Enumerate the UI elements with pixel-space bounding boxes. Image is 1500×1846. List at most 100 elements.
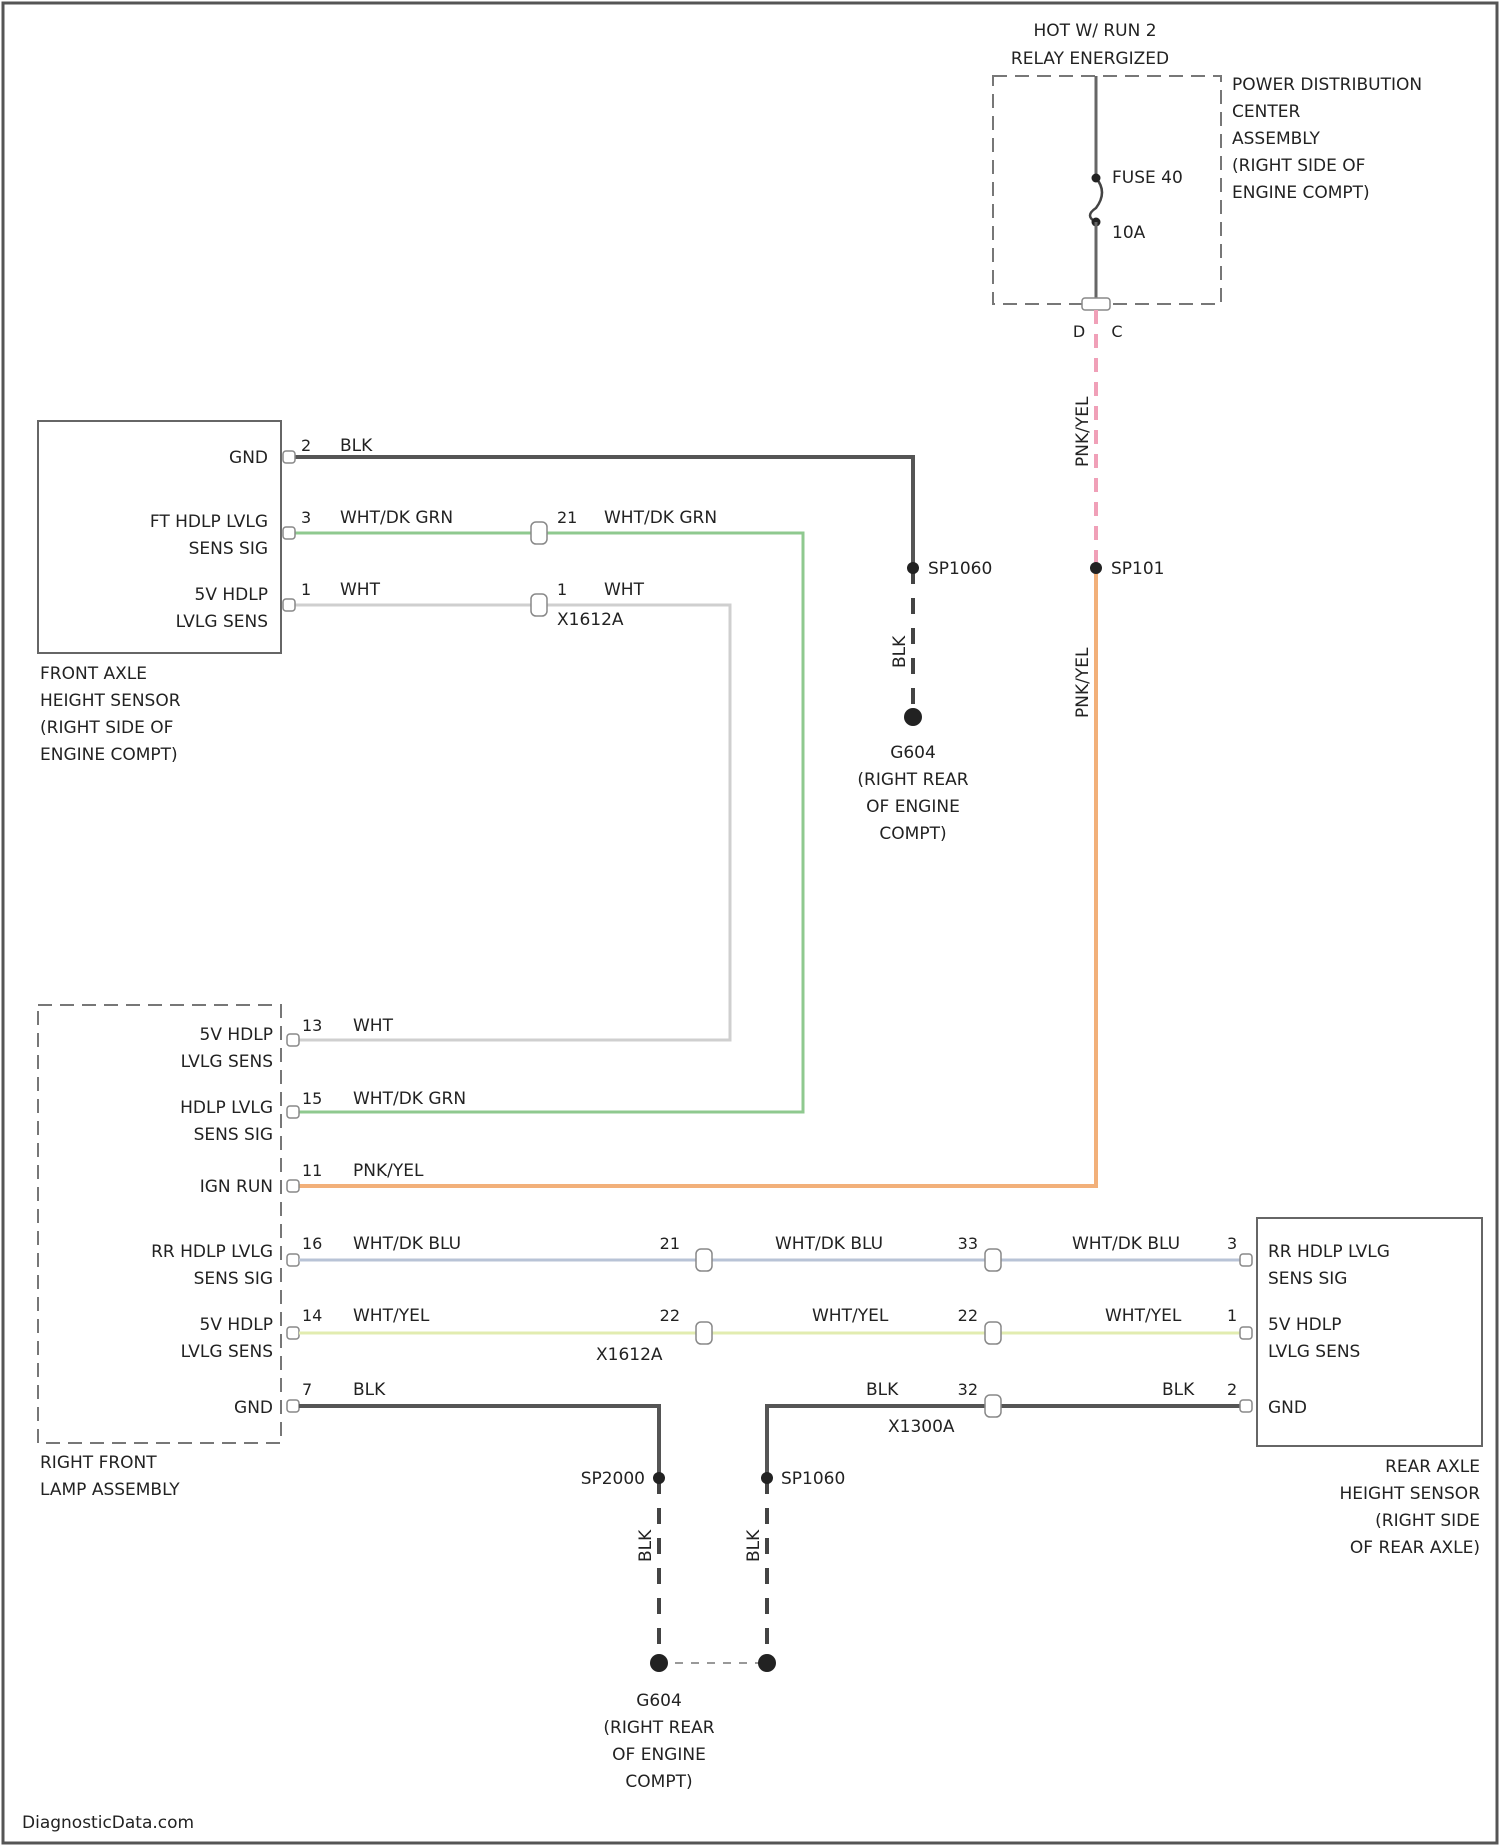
x1612a-front-pin-1-label: 1: [557, 580, 567, 599]
lamp-pin-ign: IGN RUN: [200, 1177, 273, 1197]
rear-sensor-pin-3: 3: [1227, 1234, 1237, 1253]
splice-sp1060-bottom-label: SP1060: [781, 1469, 845, 1489]
lamp-pin-5vr-1: 5V HDLP: [200, 1315, 273, 1335]
x1612a-mid-pin-21: [696, 1249, 712, 1271]
x1612a-front-color-1: WHT/DK GRN: [604, 508, 717, 528]
front-sensor-caption-4: ENGINE COMPT): [40, 745, 178, 765]
x1300a-pin-33: [985, 1249, 1001, 1271]
watermark: DiagnosticData.com: [22, 1813, 194, 1833]
lamp-conn-15: [287, 1106, 299, 1118]
front-sensor-pin-gnd: GND: [229, 448, 268, 468]
x1612a-front-pin-1: [531, 594, 547, 616]
front-5v-pin: 1: [301, 580, 311, 599]
front-sig-pin: 3: [301, 508, 311, 527]
lamp-pin-5v-2: LVLG SENS: [181, 1052, 273, 1072]
lamp-gnd-wire: [299, 1406, 659, 1478]
front-5v-wire: [290, 605, 730, 1040]
pnk-yel-label-lower: PNK/YEL: [1073, 647, 1093, 718]
splice-sp1060-top: [907, 562, 919, 574]
pdc-caption-line5: ENGINE COMPT): [1232, 183, 1370, 203]
rear-sensor-label-5v-2: LVLG SENS: [1268, 1342, 1360, 1362]
lamp-pin-sig-2: SENS SIG: [194, 1125, 273, 1145]
rear-sensor-pin-2: 2: [1227, 1380, 1237, 1399]
ground-bottom-icon-right: [758, 1654, 776, 1672]
ground-top-icon: [904, 708, 922, 726]
front-sensor-caption-2: HEIGHT SENSOR: [40, 691, 181, 711]
front-sensor-pin-sig-1: FT HDLP LVLG: [150, 512, 268, 532]
lamp-conn-13: [287, 1034, 299, 1046]
x1300a-color-blk-right: BLK: [1162, 1380, 1195, 1400]
lamp-pin-gnd: GND: [234, 1398, 273, 1418]
splice-sp1060-top-label: SP1060: [928, 559, 992, 579]
ground-top-line4: COMPT): [879, 824, 946, 844]
x1612a-mid-name: X1612A: [596, 1345, 663, 1365]
pdc-pin-c: C: [1111, 322, 1122, 341]
lamp-wire-7-color: BLK: [353, 1380, 386, 1400]
lamp-pin-5vr-2: LVLG SENS: [181, 1342, 273, 1362]
lamp-conn-7: [287, 1400, 299, 1412]
rear-sensor-conn-3: [1240, 1254, 1252, 1266]
splice-sp1060-bottom: [761, 1472, 773, 1484]
ground-top-wire-color: BLK: [890, 635, 910, 668]
rear-sensor-label-5v-1: 5V HDLP: [1268, 1315, 1341, 1335]
rear-sensor-caption-2: HEIGHT SENSOR: [1339, 1484, 1480, 1504]
front-sensor-pin-conn-2: [283, 527, 295, 539]
front-sensor-pin-sig-2: SENS SIG: [189, 539, 268, 559]
x1300a-pin-22: [985, 1322, 1001, 1344]
lamp-wire-7-pin: 7: [302, 1380, 312, 1399]
fuse-rating: 10A: [1112, 223, 1146, 243]
lamp-conn-14: [287, 1327, 299, 1339]
front-sensor-caption-1: FRONT AXLE: [40, 664, 147, 684]
x1300a-pin-32: [985, 1395, 1001, 1417]
x1612a-front-pin-21: [531, 522, 547, 544]
lamp-wire-13-color: WHT: [353, 1016, 394, 1036]
x1612a-mid-color-1: WHT/DK BLU: [775, 1234, 883, 1254]
front-gnd-color: BLK: [340, 436, 373, 456]
front-gnd-pin: 2: [301, 436, 311, 455]
front-sensor-caption-3: (RIGHT SIDE OF: [40, 718, 173, 738]
x1300a-pin-22-label: 22: [958, 1306, 978, 1325]
x1300a-pin-32-label: 32: [958, 1380, 978, 1399]
lamp-wire-11-pin: 11: [302, 1161, 322, 1180]
right-front-lamp-assembly: 5V HDLP LVLG SENS HDLP LVLG SENS SIG IGN…: [38, 1005, 281, 1500]
rear-sensor-label-gnd: GND: [1268, 1398, 1307, 1418]
connector-x1612a-mid: 21 22 WHT/DK BLU WHT/YEL X1612A: [596, 1234, 889, 1365]
rear-sensor-caption-4: OF REAR AXLE): [1350, 1538, 1480, 1558]
pdc-caption-line3: ASSEMBLY: [1232, 129, 1320, 149]
pdc-box: [993, 76, 1221, 304]
x1300a-name: X1300A: [888, 1417, 955, 1437]
front-axle-height-sensor: GND FT HDLP LVLG SENS SIG 5V HDLP LVLG S…: [38, 421, 281, 765]
front-sensor-pin-5v-2: LVLG SENS: [176, 612, 268, 632]
power-title-line2: RELAY ENERGIZED: [1011, 49, 1169, 69]
lamp-pin-sig-1: HDLP LVLG: [180, 1098, 273, 1118]
ground-bottom-line4: COMPT): [625, 1772, 692, 1792]
lamp-caption-1: RIGHT FRONT: [40, 1453, 157, 1473]
diagram-frame: [3, 3, 1497, 1843]
power-distribution-center: HOT W/ RUN 2 RELAY ENERGIZED POWER DISTR…: [993, 21, 1422, 341]
connector-x1612a-front: 21 WHT/DK GRN 1 WHT X1612A: [531, 508, 717, 630]
rear-sensor-caption-1: REAR AXLE: [1385, 1457, 1480, 1477]
pdc-pin-d: D: [1073, 322, 1085, 341]
ground-top-line1: G604: [890, 743, 936, 763]
x1300a-color-yel: WHT/YEL: [1105, 1306, 1182, 1326]
front-sensor-pin-5v-1: 5V HDLP: [195, 585, 268, 605]
splice-sp101-label: SP101: [1111, 559, 1165, 579]
rear-sensor-label-rr-1: RR HDLP LVLG: [1268, 1242, 1390, 1262]
lamp-wire-11-color: PNK/YEL: [353, 1161, 424, 1181]
lamp-wire-16-pin: 16: [302, 1234, 322, 1253]
lamp-caption-2: LAMP ASSEMBLY: [40, 1480, 180, 1500]
front-5v-color: WHT: [340, 580, 381, 600]
x1612a-mid-color-2: WHT/YEL: [812, 1306, 889, 1326]
x1612a-mid-pin-22-label: 22: [660, 1306, 680, 1325]
splice-sp101: [1090, 562, 1102, 574]
ground-top-line3: OF ENGINE: [866, 797, 960, 817]
lamp-wire-15-color: WHT/DK GRN: [353, 1089, 466, 1109]
x1612a-front-color-2: WHT: [604, 580, 645, 600]
front-sig-color: WHT/DK GRN: [340, 508, 453, 528]
pdc-caption-line2: CENTER: [1232, 102, 1300, 122]
ground-bottom-wire-color-right: BLK: [744, 1529, 764, 1562]
lamp-pin-5v-1: 5V HDLP: [200, 1025, 273, 1045]
lamp-pin-rr-2: SENS SIG: [194, 1269, 273, 1289]
lamp-wire-16-color: WHT/DK BLU: [353, 1234, 461, 1254]
